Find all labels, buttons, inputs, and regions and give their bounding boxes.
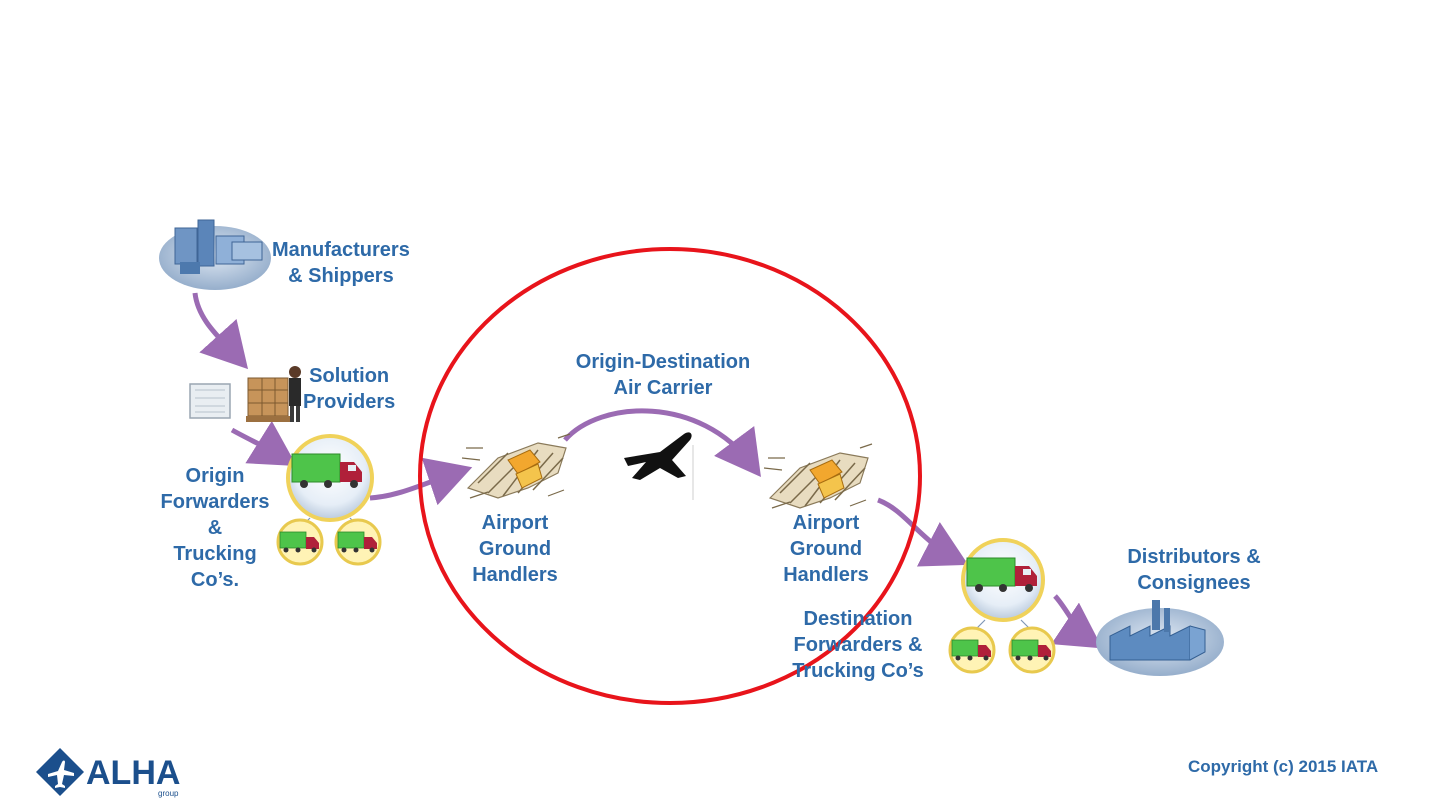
label-line: Destination <box>803 608 913 630</box>
small-truck-icon <box>276 518 324 566</box>
label-line: Providers <box>303 391 396 413</box>
solution-providers-label: Solution Providers <box>303 363 395 415</box>
label-line: Origin-Destination <box>575 351 751 373</box>
highlight-ring <box>418 247 922 705</box>
origin-forwarders-label: Origin Forwarders & Trucking Co’s. <box>150 463 280 593</box>
label-line: Ground <box>478 538 552 560</box>
label-line: Ground <box>789 538 863 560</box>
label-line: & Shippers <box>288 265 394 287</box>
label-line: Distributors & <box>1127 546 1261 568</box>
air-carrier-label: Origin-Destination Air Carrier <box>558 349 768 401</box>
label-line: & <box>207 517 223 539</box>
label-line: Origin <box>185 465 245 487</box>
destination-ground-handlers-label: Airport Ground Handlers <box>771 510 881 588</box>
distributors-label: Distributors & Consignees <box>1118 544 1270 596</box>
label-line: Forwarders & <box>793 634 923 656</box>
small-truck-icon <box>1008 626 1056 674</box>
truck-icon <box>961 538 1045 631</box>
factory-icon <box>159 219 271 290</box>
truck-icon <box>286 434 374 531</box>
label-line: Consignees <box>1137 572 1251 594</box>
warehouse-icon <box>1096 600 1224 676</box>
label-line: Solution <box>309 365 390 387</box>
worker-pallet-icon <box>246 366 301 422</box>
logo-name: ALHA <box>86 754 180 792</box>
label-line: Handlers <box>783 564 869 586</box>
copyright-text: Copyright (c) 2015 IATA <box>1188 757 1379 776</box>
label-line: Airport <box>481 512 549 534</box>
alha-logo: ALHA group <box>36 748 180 798</box>
alha-diamond-icon <box>36 748 84 796</box>
logo-sub: group <box>158 789 179 798</box>
destination-forwarders-label: Destination Forwarders & Trucking Co’s <box>783 606 933 684</box>
arrow-destination-to-distributors <box>1051 594 1103 649</box>
label-line: Trucking Co’s <box>792 660 924 682</box>
arrow-air-carrier <box>563 408 761 478</box>
small-truck-icon <box>948 626 996 674</box>
label-line: Co’s. <box>190 569 240 591</box>
arrow-origin-to-handlers <box>369 457 473 506</box>
ground-handler-icon <box>461 433 571 499</box>
arrow-manufacturers-to-solution <box>192 292 249 370</box>
label-line: Air Carrier <box>613 377 713 399</box>
label-line: Handlers <box>472 564 558 586</box>
arrow-solution-to-origin <box>230 420 297 466</box>
manufacturers-label: Manufacturers & Shippers <box>272 237 410 289</box>
label-line: Trucking <box>173 543 257 565</box>
container-icon <box>189 383 231 419</box>
ground-handler-icon <box>763 443 873 509</box>
label-line: Forwarders <box>160 491 270 513</box>
small-truck-icon <box>334 518 382 566</box>
label-line: Manufacturers <box>272 239 410 261</box>
airplane-icon <box>624 432 694 500</box>
origin-ground-handlers-label: Airport Ground Handlers <box>460 510 570 588</box>
label-line: Airport <box>792 512 860 534</box>
